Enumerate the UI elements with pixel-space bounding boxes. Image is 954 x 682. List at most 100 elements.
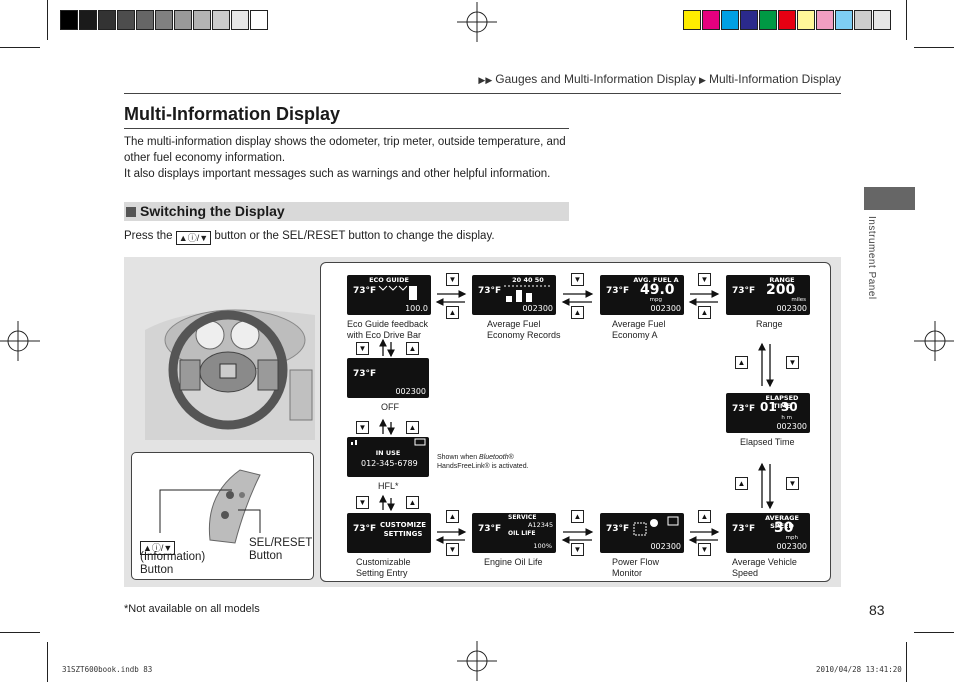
down-button[interactable]: ▼ <box>356 496 369 509</box>
instruction-text: Press the ▲ⓘ/▼ button or the SEL/RESET b… <box>124 230 495 245</box>
odometer-readout: 100.0 <box>405 304 428 313</box>
screen-customize: 73°F CUSTOMIZE SETTINGS <box>347 513 431 553</box>
odometer-readout: 002300 <box>522 304 553 313</box>
sel-label-line: Button <box>249 550 283 562</box>
odometer-readout: 002300 <box>395 387 426 396</box>
signal-battery-icon <box>351 438 426 446</box>
range-value: 200 <box>766 282 796 298</box>
gray-swatch <box>193 10 211 30</box>
steering-wheel-illustration <box>145 309 315 440</box>
crop-mark <box>0 47 40 48</box>
down-button[interactable]: ▼ <box>356 421 369 434</box>
color-swatch <box>797 10 815 30</box>
gray-swatch <box>250 10 268 30</box>
odometer-readout: 002300 <box>650 542 681 551</box>
screen-elapsed-time: ELAPSED TIME 73°F 01 30 h m 002300 <box>726 393 810 433</box>
down-button[interactable]: ▼ <box>446 273 459 286</box>
temperature-readout: 73°F <box>732 404 756 414</box>
hfl-note-text: ® HandsFreeLink® is activated. <box>437 454 529 470</box>
screen-oil-life: 73°F SERVICE A12345 OIL LIFE 100% <box>472 513 556 553</box>
temperature-readout: 73°F <box>353 286 377 296</box>
info-label-line: (Information) <box>140 551 206 563</box>
screen-off: 73°F 002300 <box>347 358 429 398</box>
color-swatch <box>759 10 777 30</box>
header-rule <box>124 93 841 94</box>
up-button[interactable]: ▲ <box>735 356 748 369</box>
up-button[interactable]: ▲ <box>446 510 459 523</box>
up-button[interactable]: ▲ <box>406 421 419 434</box>
breadcrumb-separator: ▶ <box>699 75 706 85</box>
gray-swatch <box>79 10 97 30</box>
callout-leader-lines <box>159 489 261 533</box>
print-slug-file: 31SZT600book.indb 83 <box>62 665 153 674</box>
eco-drive-bar-icon <box>378 285 417 300</box>
up-button[interactable]: ▲ <box>571 510 584 523</box>
up-button[interactable]: ▲ <box>698 306 711 319</box>
print-slug-date: 2010/04/28 13:41:20 <box>816 665 902 674</box>
crop-mark <box>906 642 907 682</box>
up-button[interactable]: ▲ <box>698 510 711 523</box>
instruction-before: Press the <box>124 230 173 242</box>
fuel-records-bar-chart-icon <box>504 285 552 302</box>
gray-swatch <box>136 10 154 30</box>
hfl-note: Shown when Bluetooth® HandsFreeLink® is … <box>437 453 557 471</box>
oil-life-heading: OIL LIFE <box>508 530 536 537</box>
speed-value: 30 <box>774 520 794 536</box>
screen-heading: CUSTOMIZE SETTINGS <box>379 521 427 538</box>
screen-heading: ELAPSED TIME <box>765 394 799 410</box>
color-swatch <box>816 10 834 30</box>
gray-swatch <box>98 10 116 30</box>
info-button[interactable]: ▲ⓘ/▼ <box>140 541 176 555</box>
screen-heading: SERVICE <box>508 514 537 521</box>
screen-heading: RANGE <box>769 276 795 284</box>
label-oil-life: Engine Oil Life <box>484 557 543 567</box>
screen-avg-fuel-a: AVG. FUEL A 73°F 49.0 mpg 002300 <box>600 275 684 315</box>
down-button[interactable]: ▼ <box>786 356 799 369</box>
down-button[interactable]: ▼ <box>698 273 711 286</box>
section-heading: Switching the Display <box>124 202 569 221</box>
color-swatch <box>873 10 891 30</box>
sel-label-line: SEL/RESET <box>249 537 313 549</box>
crop-mark <box>914 632 954 633</box>
down-button[interactable]: ▼ <box>446 543 459 556</box>
label-range: Range <box>756 319 783 329</box>
gray-swatch <box>155 10 173 30</box>
color-swatch <box>854 10 872 30</box>
up-button[interactable]: ▲ <box>571 306 584 319</box>
color-swatch <box>740 10 758 30</box>
info-button-callout: ▲ⓘ/▼ <box>140 536 176 555</box>
down-button[interactable]: ▼ <box>571 543 584 556</box>
unit-label: mpg <box>649 297 662 303</box>
down-button[interactable]: ▼ <box>356 342 369 355</box>
title-rule <box>124 128 569 129</box>
temperature-readout: 73°F <box>478 286 502 296</box>
odometer-readout: 002300 <box>776 422 807 431</box>
breadcrumb-page: Multi-Information Display <box>708 72 841 86</box>
label-power-flow: Power Flow Monitor <box>612 557 660 578</box>
unit-label: h m <box>781 415 792 421</box>
temperature-readout: 73°F <box>478 524 502 534</box>
label-average-speed: Average Vehicle Speed <box>732 557 797 578</box>
info-button-icon: ▲ⓘ/▼ <box>175 231 212 245</box>
up-button[interactable]: ▲ <box>446 306 459 319</box>
screen-fuel-records: 20 40 50 73°F 002300 <box>472 275 556 315</box>
up-button[interactable]: ▲ <box>735 477 748 490</box>
label-eco-guide: Eco Guide feedback with Eco Drive Bar <box>347 319 429 340</box>
color-swatch <box>702 10 720 30</box>
phone-number: 012-345-6789 <box>361 459 418 468</box>
gray-swatch <box>174 10 192 30</box>
color-swatch <box>778 10 796 30</box>
down-button[interactable]: ▼ <box>786 477 799 490</box>
fuel-economy-value: 49.0 <box>640 282 675 298</box>
gray-swatch <box>117 10 135 30</box>
down-button[interactable]: ▼ <box>571 273 584 286</box>
up-button[interactable]: ▲ <box>406 342 419 355</box>
label-avg-fuel-a: Average Fuel Economy A <box>612 319 666 340</box>
down-button[interactable]: ▼ <box>698 543 711 556</box>
up-button[interactable]: ▲ <box>406 496 419 509</box>
breadcrumb-section[interactable]: Gauges and Multi-Information Display <box>495 72 697 86</box>
temperature-readout: 73°F <box>606 286 630 296</box>
sel-reset-button-label: SEL/RESET Button <box>249 537 312 563</box>
gray-swatch <box>60 10 78 30</box>
intro-paragraph: It also displays important messages such… <box>124 168 551 180</box>
